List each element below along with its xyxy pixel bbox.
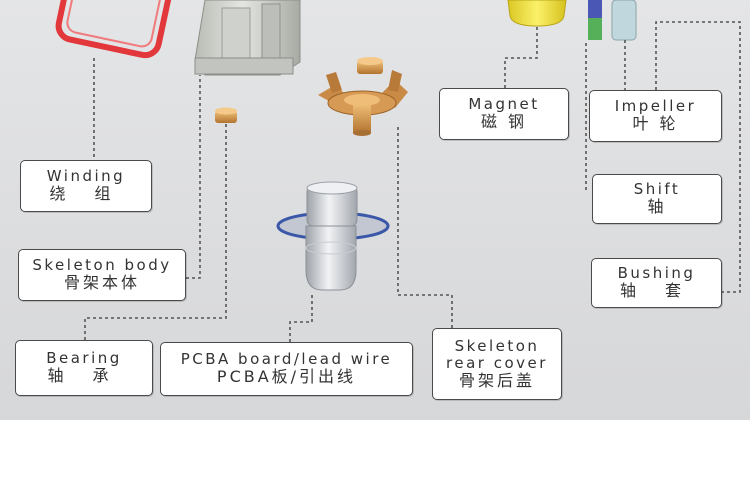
label-bushing-en: Bushing: [617, 264, 696, 283]
label-skeleton-body-zh: 骨架本体: [63, 273, 140, 293]
leader-rear-cover: [397, 125, 453, 328]
exploded-parts-diagram: Winding 绕 组 Skeleton body 骨架本体 Bearing 轴…: [0, 0, 750, 420]
label-impeller: Impeller 叶 轮: [589, 90, 722, 142]
winding-coil: [55, 0, 173, 59]
label-rear-cover-zh: 骨架后盖: [458, 371, 535, 391]
label-magnet: Magnet 磁 钢: [439, 88, 569, 140]
label-bushing-zh: 轴 套: [619, 281, 694, 301]
label-winding-en: Winding: [46, 167, 126, 186]
leader-bearing: [84, 124, 227, 340]
label-shift-zh: 轴: [647, 197, 667, 217]
label-pcba: PCBA board/lead wire PCBA板/引出线: [160, 342, 413, 396]
copper-ring-part: [357, 57, 383, 74]
label-impeller-zh: 叶 轮: [632, 114, 679, 134]
leader-pcba: [289, 292, 313, 342]
label-pcba-en: PCBA board/lead wire: [180, 350, 393, 369]
label-winding-zh: 绕 组: [49, 184, 123, 204]
leader-impeller-bushing: [655, 21, 741, 293]
blank-footer-area: [0, 420, 750, 493]
label-magnet-en: Magnet: [468, 95, 540, 114]
pcba-part: [276, 181, 390, 291]
shaft-part: [588, 0, 637, 41]
leader-lines: [84, 21, 741, 342]
label-skeleton-body: Skeleton body 骨架本体: [18, 249, 186, 301]
label-skeleton-body-en: Skeleton body: [32, 256, 172, 275]
magnet-part: [507, 0, 567, 27]
parts-illustration: [55, 0, 741, 342]
bearing-part: [215, 107, 237, 123]
label-winding: Winding 绕 组: [20, 160, 152, 212]
label-magnet-zh: 磁 钢: [480, 112, 528, 132]
label-bearing-zh: 轴 承: [47, 366, 121, 386]
label-shift-en: Shift: [633, 180, 681, 199]
rear-cover-part: [318, 70, 408, 136]
label-rear-cover-en1: Skeleton: [454, 336, 540, 355]
label-shift: Shift 轴: [592, 174, 722, 224]
label-bearing: Bearing 轴 承: [15, 340, 153, 396]
label-bushing: Bushing 轴 套: [591, 258, 722, 308]
label-rear-cover-en2: rear cover: [446, 353, 548, 372]
label-rear-cover: Skeleton rear cover 骨架后盖: [432, 328, 562, 400]
label-impeller-en: Impeller: [614, 97, 697, 116]
skeleton-body-part: [194, 0, 301, 76]
leader-skeleton-body: [186, 75, 201, 279]
leader-magnet: [504, 26, 538, 88]
label-pcba-zh: PCBA板/引出线: [216, 367, 357, 387]
label-bearing-en: Bearing: [46, 349, 122, 368]
